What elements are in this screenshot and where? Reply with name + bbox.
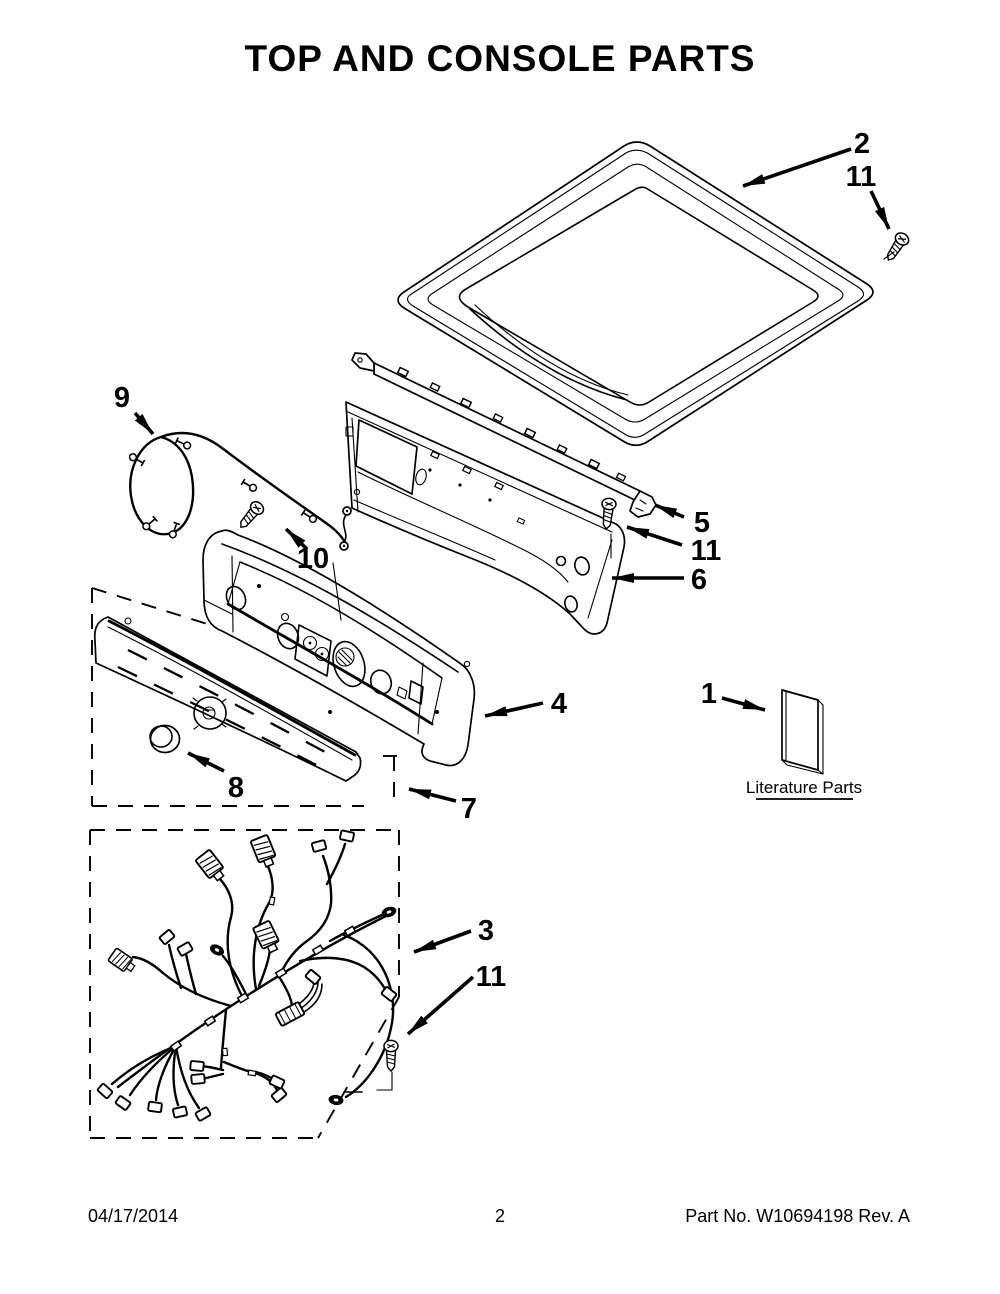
wiring-harness [96,829,398,1123]
top-panel [397,141,874,447]
callout-label-2: 2 [854,128,870,160]
callout-arrow-2 [742,147,852,188]
harness-connector [249,833,280,870]
top-panel-screw [881,229,912,265]
callout-label-1: 1 [701,678,717,710]
callout-arrow-11-top [869,190,891,230]
callout-label-5: 5 [694,507,710,539]
callout-label-11-top: 11 [846,161,877,193]
screw-10 [234,498,267,533]
bracket-screw [598,496,618,559]
footer-date: 04/17/2014 [88,1206,179,1226]
callout-label-8: 8 [228,772,244,804]
literature-booklet [781,689,824,775]
callout-arrow-5 [654,503,685,519]
callout-label-11-bottom: 11 [476,961,507,993]
callout-arrow-1 [721,696,766,712]
harness-dashed-outline [89,829,400,1139]
knob [149,724,181,754]
harness-connector [107,947,138,976]
footer-page-number: 2 [494,1206,505,1226]
wire-clip-loop [127,431,352,551]
callout-arrow-4 [484,701,544,718]
callout-arrow-11-bottom [406,975,475,1036]
callout-label-9: 9 [114,382,130,414]
literature-parts-label: Literature Parts [746,778,862,797]
callout-labels: 2 11 9 10 5 11 6 4 1 8 7 3 11 [114,128,876,993]
footer-part-number: Part No. W10694198 Rev. A [685,1206,910,1226]
ground-screw [376,1039,399,1091]
knob-ring [192,696,227,730]
callout-label-7: 7 [461,793,477,825]
harness-ribbon-connector [274,1001,306,1027]
callout-arrow-3 [413,929,472,954]
callout-arrow-9 [133,411,155,436]
callout-label-10: 10 [297,543,329,575]
callout-arrow-11-mid [626,525,683,547]
callout-label-11-mid: 11 [691,535,722,567]
callout-label-6: 6 [691,564,707,596]
harness-connector [194,848,229,885]
callout-label-4: 4 [551,688,567,720]
console-rear-bracket [345,401,626,635]
callout-arrow-10 [284,527,309,551]
callout-arrow-8 [187,751,225,773]
callout-arrows [133,147,891,1036]
console-mounting-rail [351,352,657,518]
page-title: TOP AND CONSOLE PARTS [244,38,756,79]
callout-arrow-7 [408,787,457,803]
harness-connector [251,919,283,956]
console-assembly [202,529,476,767]
callout-label-3: 3 [478,915,494,947]
console-facia [93,616,362,782]
